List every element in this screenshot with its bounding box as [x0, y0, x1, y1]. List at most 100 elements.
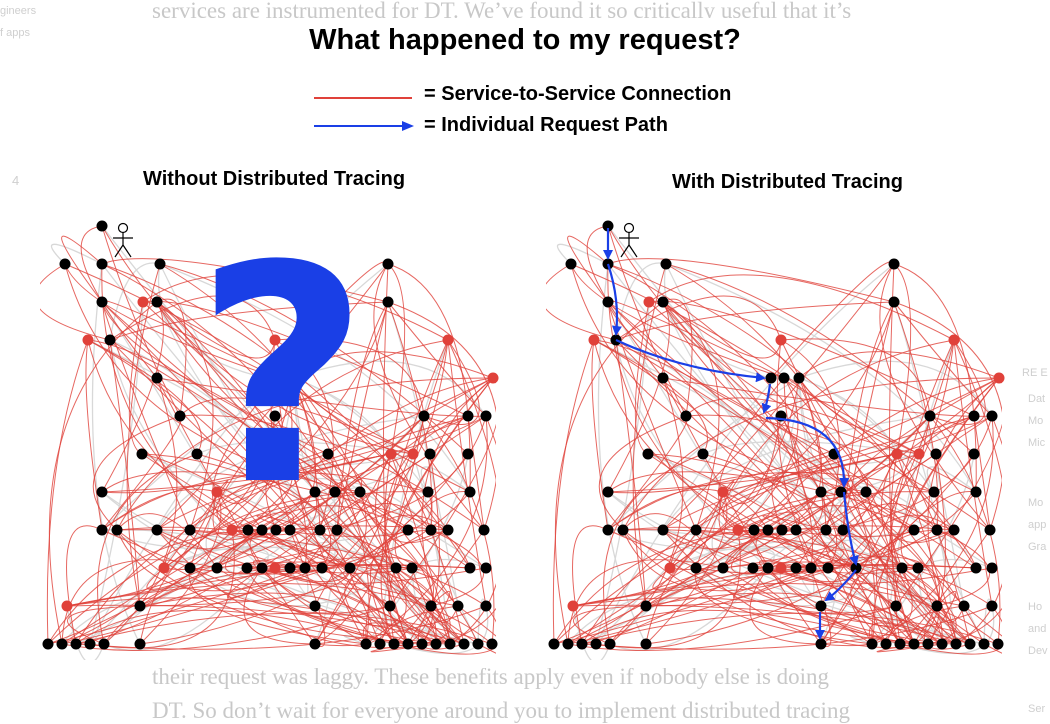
service-connection: [570, 263, 867, 493]
service-connection: [387, 301, 433, 531]
service-connection: [116, 529, 391, 614]
legend-connection-swatch: [314, 97, 412, 99]
service-connection: [87, 339, 395, 645]
service-node: [329, 486, 341, 498]
service-connection: [139, 415, 425, 607]
service-node: [425, 524, 437, 536]
service-node: [576, 638, 588, 650]
service-node: [930, 448, 942, 460]
service-node: [56, 638, 68, 650]
service-connection: [292, 351, 494, 379]
highlighted-service-node: [407, 448, 419, 460]
highlighted-service-node: [487, 372, 499, 384]
service-connection: [101, 301, 191, 531]
service-node: [548, 638, 560, 650]
service-node: [151, 296, 163, 308]
service-connection: [141, 453, 351, 569]
faint-connection: [89, 301, 144, 645]
service-node: [690, 562, 702, 574]
highlighted-service-node: [948, 334, 960, 346]
service-node: [416, 638, 428, 650]
service-connection: [387, 263, 471, 493]
service-node: [59, 258, 71, 270]
service-connection: [567, 559, 724, 645]
service-connection: [159, 263, 397, 569]
service-node: [418, 410, 430, 422]
faint-connection: [163, 377, 294, 569]
service-connection: [780, 339, 840, 531]
service-connection: [142, 301, 459, 607]
service-node: [84, 638, 96, 650]
service-connection: [179, 397, 414, 455]
request-path-segment: [824, 569, 857, 602]
faint-connection: [840, 453, 905, 493]
service-connection: [393, 605, 496, 655]
service-connection: [156, 263, 389, 531]
service-connection: [893, 263, 912, 455]
service-connection: [189, 377, 293, 569]
service-connection: [607, 263, 915, 645]
service-node: [986, 562, 998, 574]
service-node: [256, 524, 268, 536]
service-connection: [607, 301, 835, 455]
service-connection: [647, 453, 971, 645]
service-connection: [362, 622, 437, 645]
service-connection: [40, 263, 111, 341]
service-connection: [142, 300, 469, 417]
service-connection: [607, 301, 857, 569]
right-sidebar-snippet: Mo: [1028, 497, 1044, 509]
service-node: [309, 600, 321, 612]
request-path-segment: [842, 491, 859, 566]
service-node: [314, 524, 326, 536]
service-node: [316, 562, 328, 574]
service-node: [984, 524, 996, 536]
service-connection: [622, 377, 1000, 531]
service-connection: [810, 503, 938, 569]
faint-connection: [334, 453, 399, 493]
highlighted-service-node: [226, 524, 238, 536]
service-node: [382, 258, 394, 270]
faint-connection: [292, 360, 487, 417]
service-node: [299, 562, 311, 574]
service-node: [680, 410, 692, 422]
service-node: [452, 600, 464, 612]
service-node: [908, 638, 920, 650]
service-node: [42, 638, 54, 650]
legend-request-label: = Individual Request Path: [424, 114, 668, 136]
service-connection: [953, 339, 1002, 645]
service-connection: [80, 225, 158, 379]
request-path-segment: [615, 339, 766, 383]
highlighted-service-node: [82, 334, 94, 346]
faint-connection: [609, 529, 783, 645]
service-node: [602, 486, 614, 498]
service-node: [565, 258, 577, 270]
service-connection: [607, 263, 977, 569]
service-node: [640, 638, 652, 650]
service-connection: [163, 377, 294, 569]
service-node: [360, 638, 372, 650]
service-connection: [109, 339, 437, 645]
service-connection: [212, 491, 263, 541]
service-connection: [702, 453, 838, 569]
service-connection: [890, 415, 975, 645]
service-node: [184, 562, 196, 574]
service-node: [256, 562, 268, 574]
service-node: [322, 448, 334, 460]
service-node: [331, 524, 343, 536]
service-connection: [567, 491, 724, 645]
service-connection: [189, 491, 471, 575]
service-connection: [156, 301, 214, 531]
service-node: [790, 562, 802, 574]
service-connection: [570, 263, 955, 531]
service-connection: [607, 471, 935, 531]
service-connection: [61, 235, 103, 303]
service-node: [776, 524, 788, 536]
service-node: [480, 562, 492, 574]
highlighted-service-node: [269, 334, 281, 346]
service-connection: [359, 491, 449, 544]
faint-connection: [159, 263, 471, 493]
service-node: [690, 524, 702, 536]
faint-connection: [926, 466, 977, 493]
service-connection: [216, 525, 449, 569]
